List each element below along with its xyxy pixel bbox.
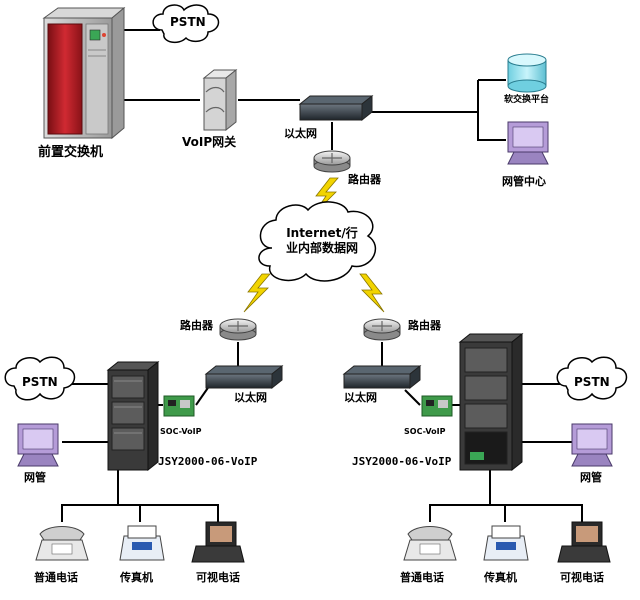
- phone-right-device: [403, 526, 457, 561]
- router-left-device: [219, 318, 257, 341]
- fax-right-label: 传真机: [484, 571, 517, 584]
- video-phone-left-label: 可视电话: [196, 571, 240, 584]
- phone-left-label: 普通电话: [34, 571, 78, 584]
- nms-left-label: 网管: [24, 471, 46, 484]
- router-left-label: 路由器: [180, 319, 213, 332]
- ethernet-left-switch: [204, 364, 284, 390]
- jsy-left-rack: [106, 360, 160, 472]
- pstn-right-cloud: [556, 356, 628, 401]
- soft-switch-server: [507, 53, 547, 93]
- ethernet-top-label: 以太网: [284, 127, 317, 140]
- jsy-right-rack: [458, 332, 524, 472]
- video-phone-left-device: [191, 521, 245, 563]
- voip-gateway-label: VoIP网关: [182, 135, 237, 149]
- ethernet-right-switch: [342, 364, 422, 390]
- router-right-device: [363, 318, 401, 341]
- lightning-left: [243, 273, 271, 313]
- router-top-device: [313, 150, 351, 173]
- video-phone-right-device: [557, 521, 611, 563]
- soc-right-label: SOC-VoIP: [404, 427, 446, 436]
- soc-left-board: [163, 395, 195, 417]
- pstn-left-cloud: [4, 356, 76, 401]
- fax-right-device: [483, 525, 529, 561]
- phone-right-label: 普通电话: [400, 571, 444, 584]
- pstn-top-cloud: [152, 4, 220, 44]
- front-switch-label: 前置交换机: [38, 145, 104, 160]
- nms-left-monitor: [17, 423, 59, 467]
- lightning-right: [359, 273, 385, 313]
- nms-right-label: 网管: [580, 471, 602, 484]
- internet-label-line1: Internet/行: [286, 226, 358, 240]
- internet-cloud-label: Internet/行 业内部数据网: [276, 226, 368, 256]
- router-top-label: 路由器: [348, 173, 381, 186]
- internet-label-line2: 业内部数据网: [285, 241, 358, 255]
- video-phone-right-label: 可视电话: [560, 571, 604, 584]
- router-right-label: 路由器: [408, 319, 441, 332]
- pstn-top-label: PSTN: [170, 15, 206, 29]
- nms-center-label: 网管中心: [502, 175, 546, 188]
- phone-left-device: [35, 526, 89, 561]
- pstn-left-label: PSTN: [22, 375, 58, 389]
- fax-left-device: [119, 525, 165, 561]
- ethernet-left-label: 以太网: [234, 391, 267, 404]
- fax-left-label: 传真机: [120, 571, 153, 584]
- jsy-right-label: JSY2000-06-VoIP: [352, 455, 452, 468]
- pstn-right-label: PSTN: [574, 375, 610, 389]
- front-switch-rack: [42, 6, 126, 140]
- ethernet-right-label: 以太网: [344, 391, 377, 404]
- link-right-ethernet-soc: [404, 389, 421, 406]
- nms-right-monitor: [571, 423, 613, 467]
- soft-switch-label: 软交换平台: [504, 95, 550, 105]
- soc-left-label: SOC-VoIP: [160, 427, 202, 436]
- jsy-left-label: JSY2000-06-VoIP: [158, 455, 258, 468]
- internet-cloud: [258, 201, 377, 282]
- voip-gateway-device: [202, 68, 238, 132]
- ethernet-top-switch: [298, 94, 374, 122]
- link-backbone-nms: [477, 112, 506, 141]
- soc-right-board: [421, 395, 453, 417]
- links: [61, 29, 583, 522]
- nms-center-monitor: [507, 121, 549, 165]
